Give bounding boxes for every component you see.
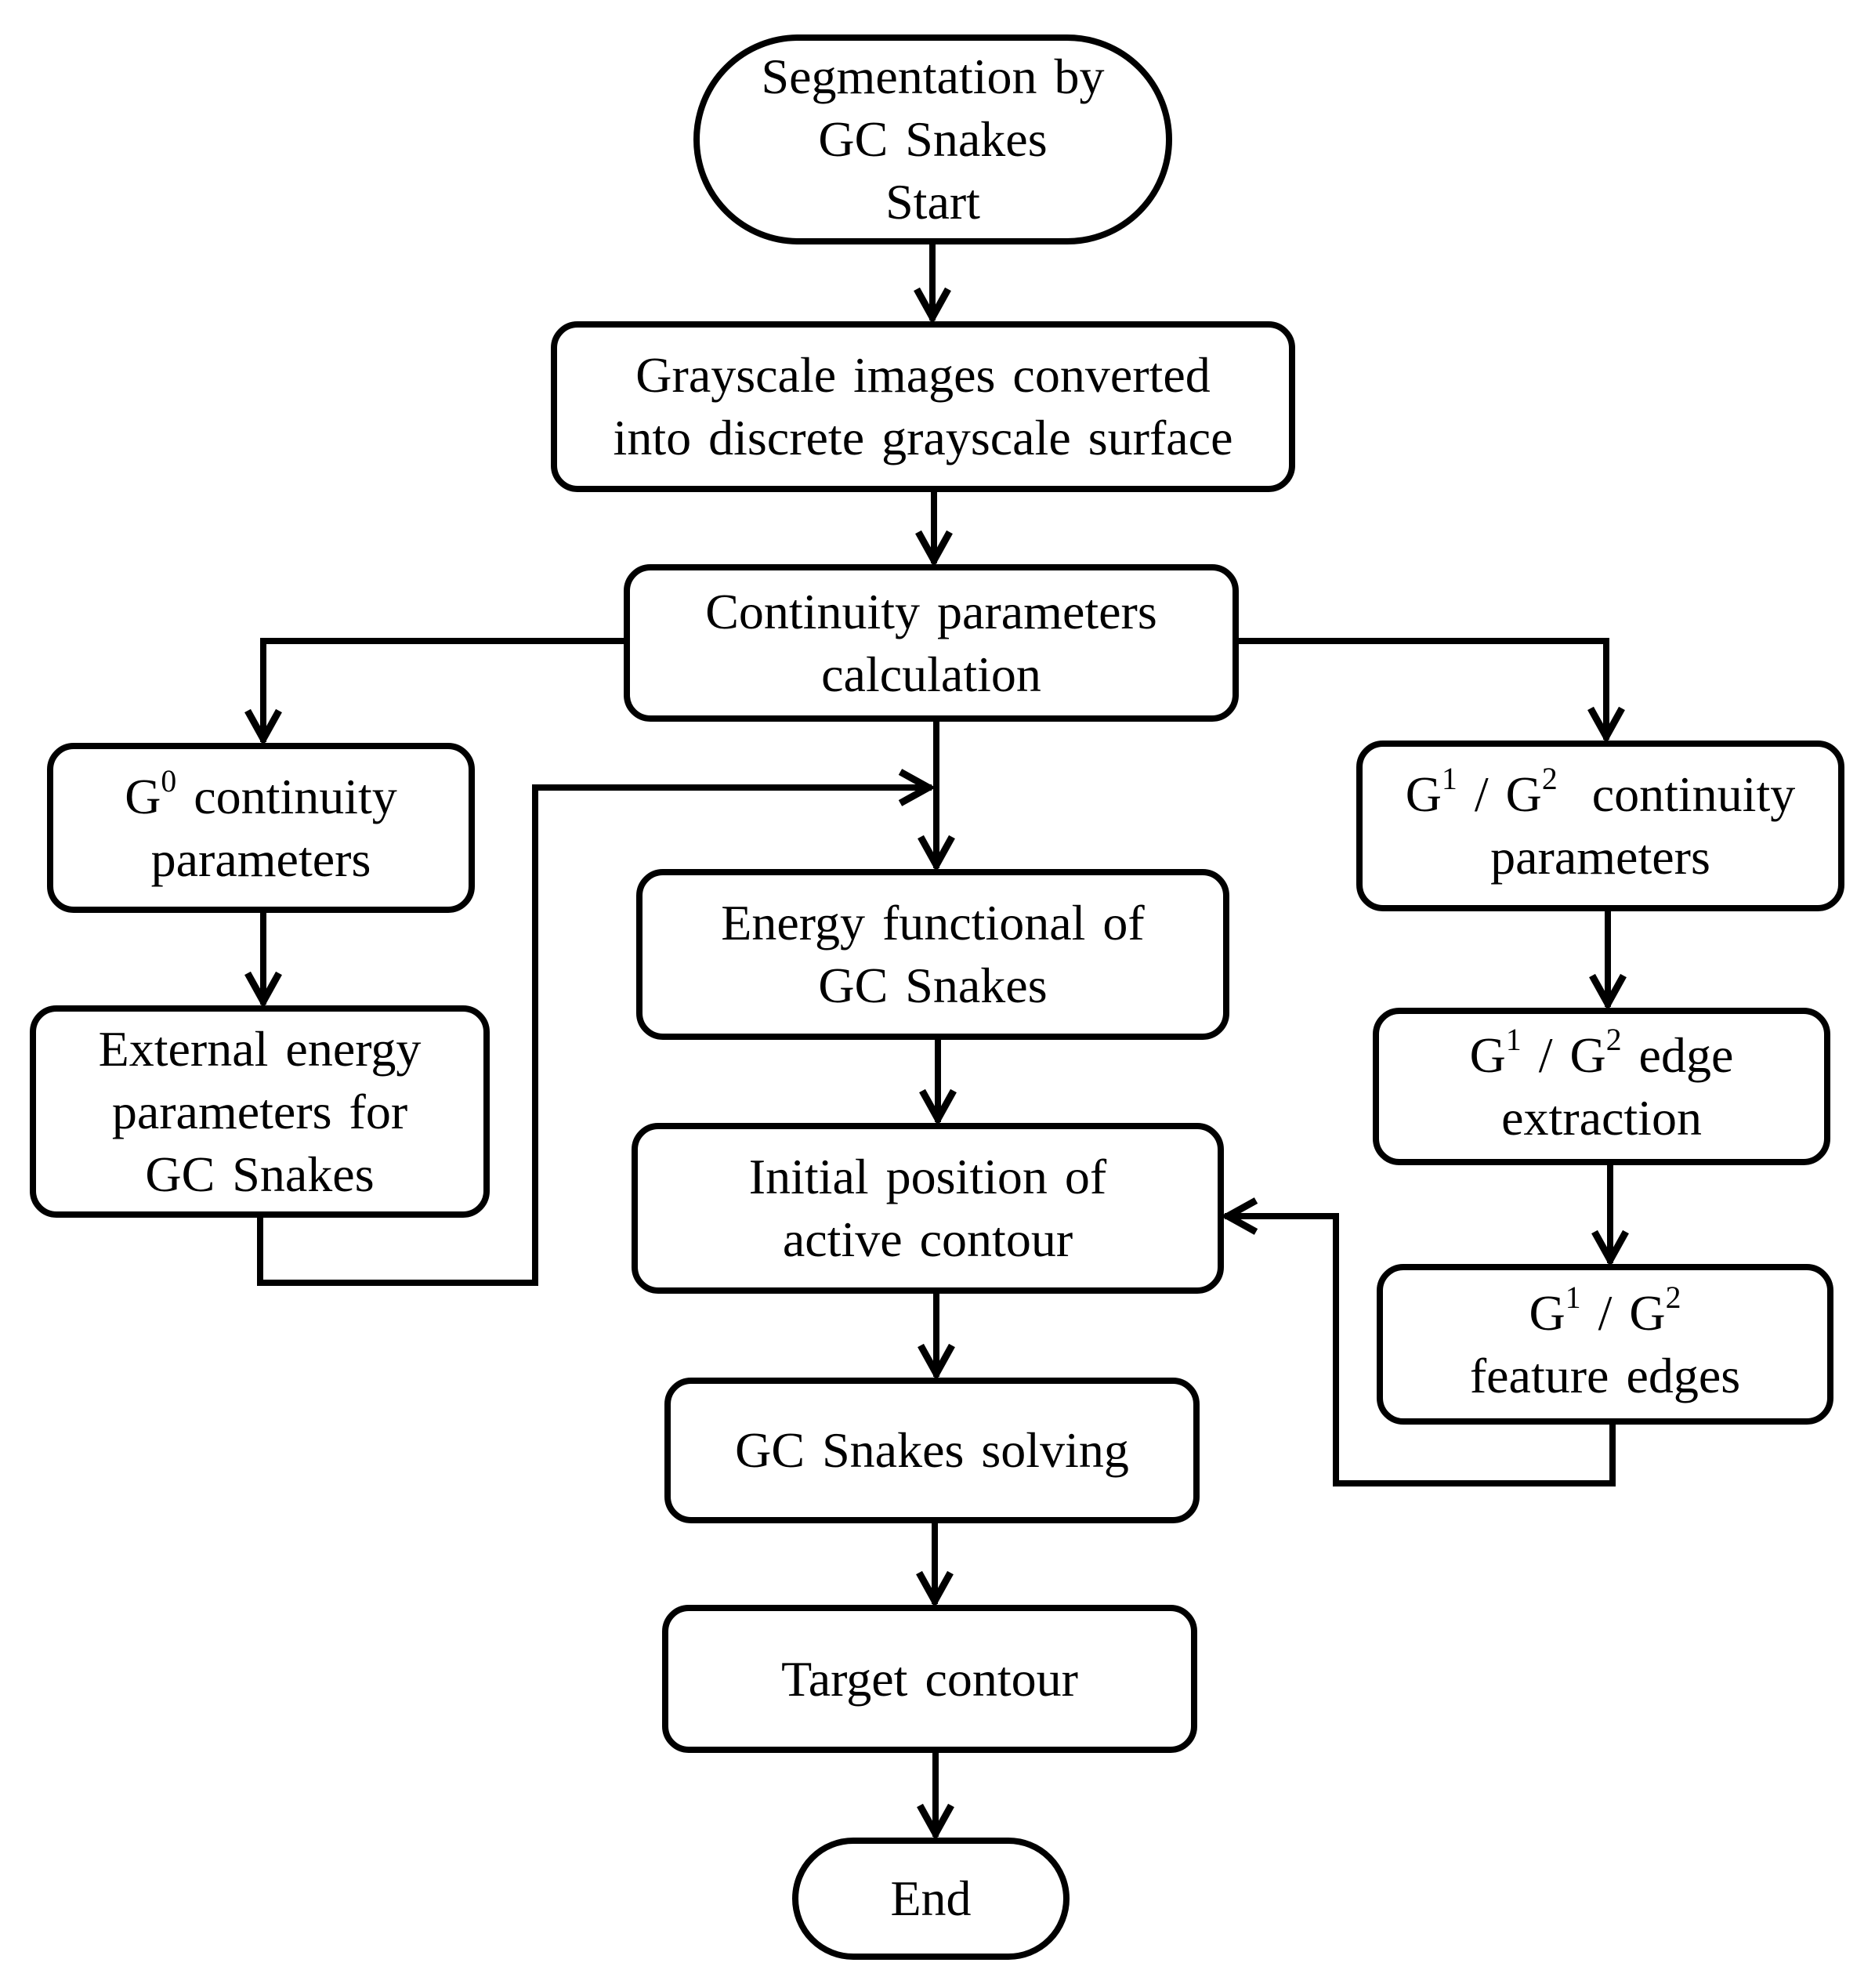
feature-symbol-2: G <box>1629 1284 1666 1341</box>
energy-line-2: GC Snakes <box>818 958 1048 1013</box>
end-node: End <box>792 1838 1070 1960</box>
energy-line-1: Energy functional of <box>721 895 1145 951</box>
grayscale-conversion-node: Grayscale images converted into discrete… <box>551 321 1295 492</box>
grayscale-line-2: into discrete grayscale surface <box>613 410 1233 465</box>
edge-label: edge <box>1621 1027 1734 1083</box>
start-line-1: Segmentation by <box>761 49 1105 104</box>
external-energy-node: External energy parameters for GC Snakes <box>30 1005 490 1218</box>
edge-line-1: G1 / G2 edge <box>1470 1024 1734 1087</box>
g0-line-1: G0 continuity <box>125 766 397 828</box>
initial-position-node: Initial position of active contour <box>632 1123 1224 1294</box>
edge-separator: / <box>1521 1027 1570 1083</box>
continuity-calculation-node: Continuity parameters calculation <box>624 564 1239 722</box>
feature-separator: / <box>1580 1284 1630 1341</box>
external-line-3: GC Snakes <box>145 1146 375 1202</box>
grayscale-line-1: Grayscale images converted <box>635 347 1211 403</box>
target-line-1: Target contour <box>781 1650 1078 1707</box>
initial-line-1: Initial position of <box>748 1149 1107 1204</box>
energy-functional-node: Energy functional of GC Snakes <box>636 869 1229 1040</box>
g0-line-2: parameters <box>150 831 371 887</box>
start-line-2: GC Snakes <box>818 111 1048 167</box>
g1-g2-feature-edges-node: G1 / G2 feature edges <box>1377 1264 1833 1425</box>
start-node: Segmentation by GC Snakes Start <box>693 34 1172 244</box>
edge-symbol-2: G <box>1569 1027 1606 1083</box>
snakes-solving-node: GC Snakes solving <box>664 1378 1200 1523</box>
continuity-line-2: calculation <box>821 646 1041 702</box>
g0-label: continuity <box>176 768 397 824</box>
external-line-2: parameters for <box>111 1083 408 1139</box>
end-line-1: End <box>890 1870 972 1926</box>
feature-symbol-1: G <box>1529 1284 1566 1341</box>
arrow-external-to-energy-line <box>257 769 936 1286</box>
g0-continuity-node: G0 continuity parameters <box>47 743 475 913</box>
arrow-continuity-to-g0 <box>244 638 627 747</box>
external-line-1: External energy <box>98 1020 422 1077</box>
g12-line-1: G1 / G2 continuity <box>1406 763 1795 826</box>
arrow-feature-to-initial <box>1220 1197 1616 1486</box>
feature-line-2: feature edges <box>1469 1347 1741 1403</box>
edge-symbol-1: G <box>1469 1027 1506 1083</box>
g12-separator: / <box>1457 766 1506 822</box>
initial-line-2: active contour <box>782 1211 1073 1267</box>
g12-symbol-2: G <box>1505 766 1542 822</box>
g1-g2-continuity-node: G1 / G2 continuity parameters <box>1356 741 1844 911</box>
edge-superscript-2: 2 <box>1605 1022 1622 1057</box>
feature-superscript-1: 1 <box>1565 1280 1581 1315</box>
g0-symbol: G <box>125 768 161 824</box>
solving-line-1: GC Snakes solving <box>735 1422 1129 1478</box>
g12-superscript-2: 2 <box>1541 762 1558 797</box>
target-contour-node: Target contour <box>662 1605 1197 1753</box>
g12-line-2: parameters <box>1490 829 1710 885</box>
arrow-continuity-to-g12 <box>1236 638 1625 744</box>
edge-superscript-1: 1 <box>1505 1022 1522 1057</box>
g0-superscript: 0 <box>161 763 177 798</box>
feature-line-1: G1 / G2 <box>1529 1282 1681 1345</box>
edge-line-2: extraction <box>1501 1089 1702 1146</box>
g12-superscript-1: 1 <box>1442 762 1457 797</box>
feature-superscript-2: 2 <box>1665 1280 1681 1315</box>
start-line-3: Start <box>885 174 980 230</box>
g1-g2-edge-extraction-node: G1 / G2 edge extraction <box>1373 1008 1830 1165</box>
g12-symbol-1: G <box>1405 766 1442 822</box>
g12-label: continuity <box>1557 766 1796 822</box>
continuity-line-1: Continuity parameters <box>705 583 1157 639</box>
